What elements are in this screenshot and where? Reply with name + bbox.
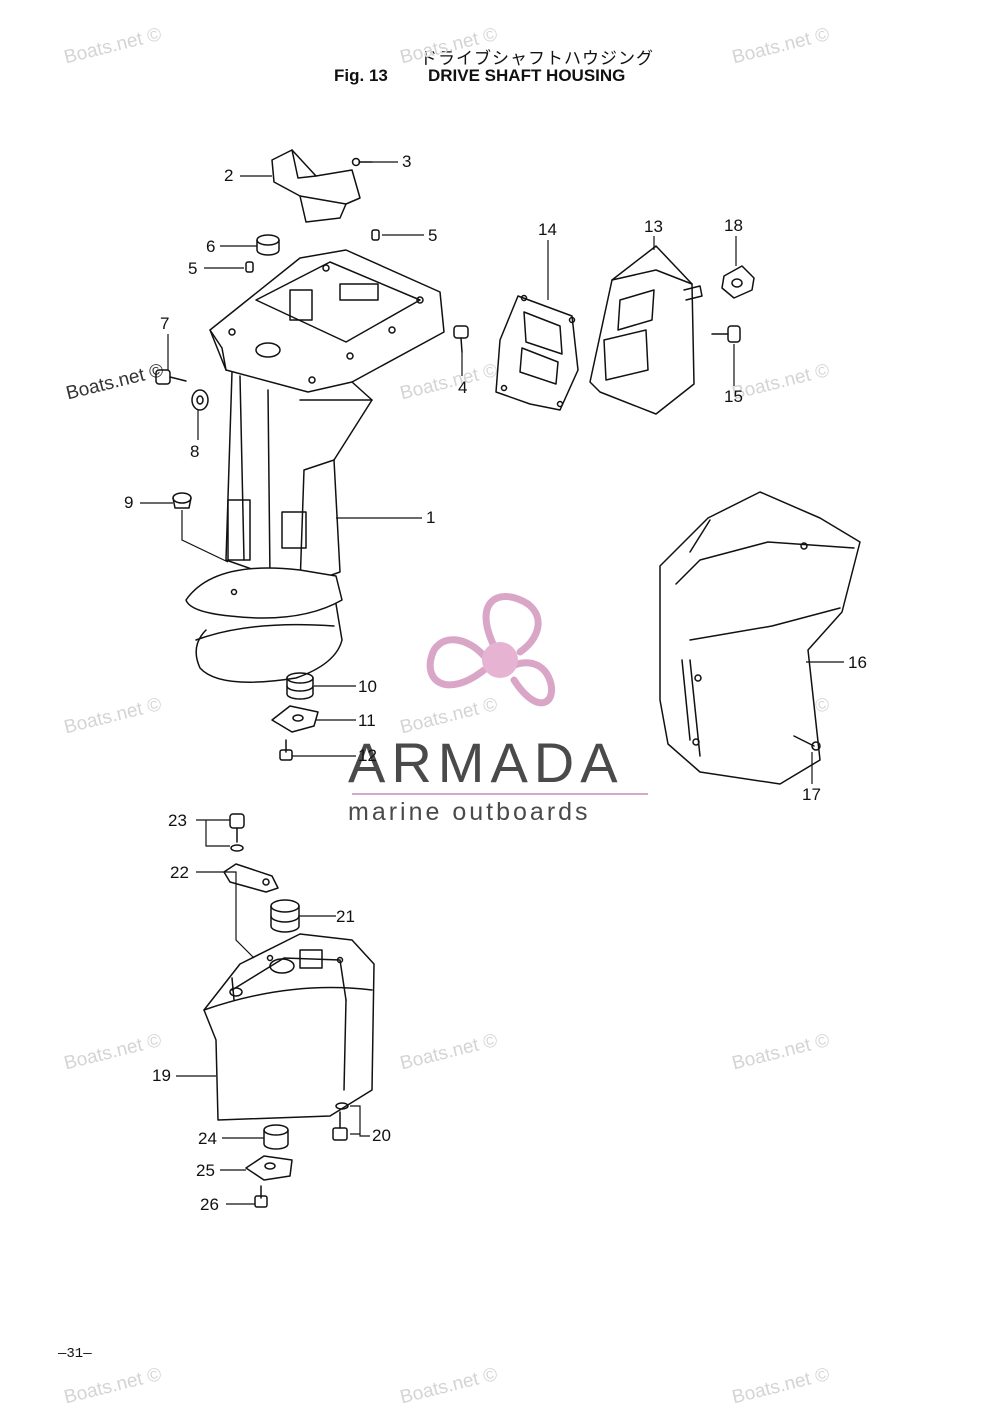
callout-25: 25 bbox=[196, 1161, 215, 1180]
callout-5: 5 bbox=[428, 226, 438, 245]
leader-23 bbox=[196, 819, 230, 847]
figure-label: Fig. 13 bbox=[334, 66, 388, 85]
part-25-plate bbox=[245, 1155, 293, 1181]
callout-13: 13 bbox=[644, 217, 663, 236]
part-14-gasket bbox=[495, 294, 579, 411]
callout-4: 4 bbox=[458, 378, 468, 397]
page-number: —31— bbox=[58, 1346, 92, 1362]
part-3-screw bbox=[351, 157, 373, 167]
part-7-bolt bbox=[155, 369, 187, 385]
callout-6: 6 bbox=[206, 237, 216, 256]
callout-24: 24 bbox=[198, 1129, 217, 1148]
callout-3: 3 bbox=[402, 152, 412, 171]
part-18-nut bbox=[721, 265, 755, 299]
part-26-bolt bbox=[254, 1185, 268, 1208]
part-17-screw bbox=[793, 735, 821, 751]
part-9-plug bbox=[172, 492, 192, 509]
callout-8: 8 bbox=[190, 442, 200, 461]
callout-14: 14 bbox=[538, 220, 557, 239]
part-5-pin bbox=[371, 229, 380, 241]
part-12-bolt bbox=[279, 739, 293, 761]
callout-20: 20 bbox=[372, 1126, 391, 1145]
part-22-gasket bbox=[223, 863, 279, 893]
callout-5: 5 bbox=[188, 259, 198, 278]
part-20-bolt bbox=[332, 1102, 349, 1141]
part-24-mount-rubber bbox=[263, 1124, 289, 1150]
leader-22 bbox=[196, 871, 255, 959]
callout-2: 2 bbox=[224, 166, 234, 185]
callout-19: 19 bbox=[152, 1066, 171, 1085]
callout-10: 10 bbox=[358, 677, 377, 696]
part-8-washer bbox=[191, 389, 209, 411]
part-4-bolt bbox=[453, 325, 469, 353]
brand-name: ARMADA bbox=[348, 731, 624, 794]
leader-20 bbox=[350, 1105, 370, 1137]
part-13-exhaust-guide bbox=[589, 245, 703, 415]
part-21-grommet bbox=[270, 899, 300, 933]
part-19-extension bbox=[203, 933, 375, 1121]
part-15-bolt bbox=[711, 325, 741, 343]
part-10-mount-rubber bbox=[286, 672, 314, 700]
callout-18: 18 bbox=[724, 216, 743, 235]
callout-21: 21 bbox=[336, 907, 355, 926]
callout-9: 9 bbox=[124, 493, 134, 512]
part-11-plate bbox=[271, 705, 319, 733]
callout-15: 15 bbox=[724, 387, 743, 406]
brand-underline bbox=[352, 793, 648, 795]
callout-17: 17 bbox=[802, 785, 821, 804]
title-japanese: ドライブシャフトハウジング bbox=[420, 49, 654, 69]
part-6-grommet bbox=[256, 234, 280, 256]
callout-1: 1 bbox=[426, 508, 436, 527]
part-1-drive-shaft-housing bbox=[185, 249, 445, 683]
callout-23: 23 bbox=[168, 811, 187, 830]
callout-16: 16 bbox=[848, 653, 867, 672]
part-16-lower-cover bbox=[659, 491, 861, 785]
part-2-cover bbox=[271, 149, 361, 223]
callout-12: 12 bbox=[358, 746, 377, 765]
brand-tagline: marine outboards bbox=[348, 798, 591, 826]
diagram-title: DRIVE SHAFT HOUSING bbox=[428, 66, 626, 85]
armada-logo-icon bbox=[426, 593, 556, 707]
callout-7: 7 bbox=[160, 314, 170, 333]
callout-26: 26 bbox=[200, 1195, 219, 1214]
part-5-pin bbox=[245, 261, 254, 273]
callout-11: 11 bbox=[358, 711, 376, 730]
callout-22: 22 bbox=[170, 863, 189, 882]
leader-9 bbox=[140, 502, 229, 563]
part-23-bolt bbox=[229, 813, 245, 852]
